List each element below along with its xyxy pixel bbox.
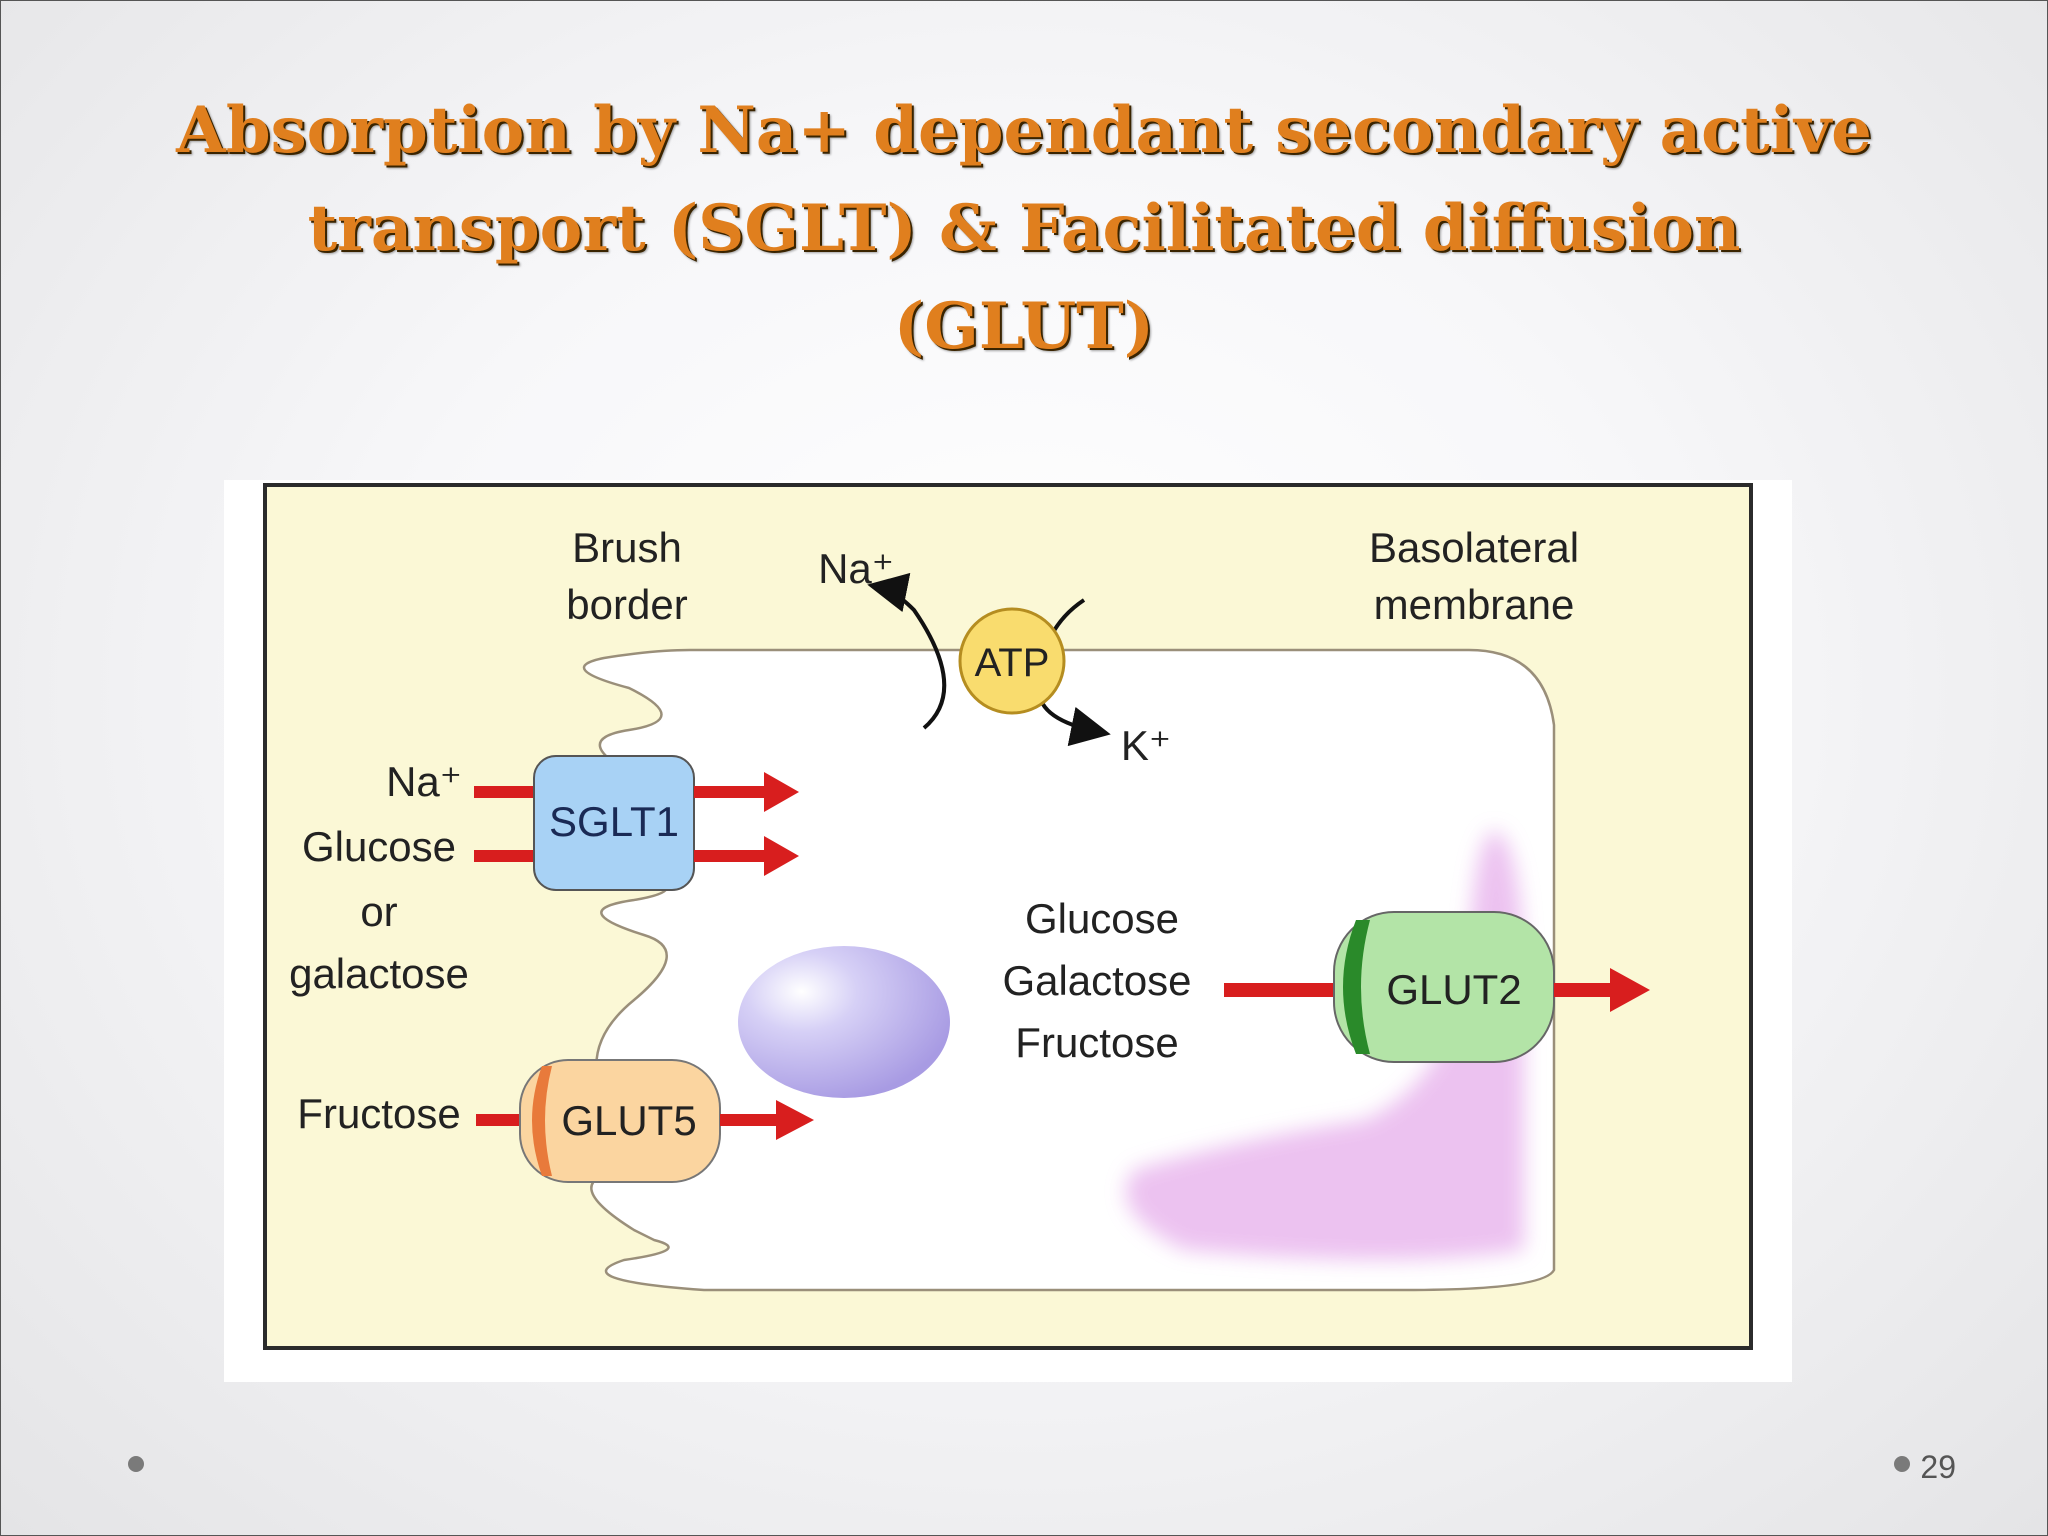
glut5-in-line bbox=[476, 1114, 526, 1126]
sglt-out-arrow-1 bbox=[694, 772, 799, 812]
glut2-in-line bbox=[1224, 983, 1338, 997]
sglt1-label: SGLT1 bbox=[549, 798, 679, 845]
pump-na-arrow bbox=[867, 572, 947, 730]
nucleus bbox=[738, 946, 950, 1098]
slide-title: Absorption by Na+ dependant secondary ac… bbox=[100, 82, 1948, 376]
label-border: border bbox=[566, 581, 687, 628]
page-number: 29 bbox=[1920, 1449, 1956, 1485]
glut5-fructose-label: Fructose bbox=[297, 1090, 460, 1137]
sglt-na-label: Na⁺ bbox=[386, 758, 462, 805]
title-line-2: transport (SGLT) & Facilitated diffusion bbox=[307, 191, 1741, 266]
glut2-cap bbox=[1343, 920, 1370, 1054]
organelle-shape bbox=[1125, 830, 1524, 1260]
sglt-or-label: or bbox=[360, 888, 397, 935]
atp-label: ATP bbox=[975, 641, 1050, 685]
pump-k-label: K⁺ bbox=[1121, 722, 1171, 769]
bullet-right-dot bbox=[1894, 1456, 1910, 1472]
bullet-left-dot bbox=[128, 1456, 144, 1472]
sglt-galactose-label: galactose bbox=[289, 950, 469, 997]
glut5-cap bbox=[532, 1066, 552, 1176]
label-membrane: membrane bbox=[1374, 581, 1575, 628]
sglt1-transporter bbox=[533, 755, 695, 891]
label-brush: Brush bbox=[572, 524, 682, 571]
sglt-na-in-line bbox=[474, 786, 534, 798]
title-line-1: Absorption by Na+ dependant secondary ac… bbox=[176, 93, 1872, 168]
glut2-label: GLUT2 bbox=[1386, 966, 1521, 1013]
title-line-3: (GLUT) bbox=[893, 289, 1155, 364]
sglt-glucose-in-line bbox=[474, 850, 534, 862]
glut5-label: GLUT5 bbox=[561, 1097, 696, 1144]
label-basolateral: Basolateral bbox=[1369, 524, 1579, 571]
glut2-fructose-label: Fructose bbox=[1015, 1019, 1178, 1066]
atp-pump bbox=[958, 607, 1066, 715]
glut2-glucose-label: Glucose bbox=[1025, 895, 1179, 942]
glucose-absorption-diagram: Brush border Basolateral membrane ATP Na… bbox=[224, 480, 1792, 1382]
glut2-galactose-label: Galactose bbox=[1002, 957, 1191, 1004]
pump-na-label: Na⁺ bbox=[818, 545, 894, 592]
sglt-out-arrow-2 bbox=[694, 836, 799, 876]
glut2-out-arrow bbox=[1554, 968, 1650, 1012]
sglt-glucose-label: Glucose bbox=[302, 823, 456, 870]
glut5-out-arrow bbox=[720, 1100, 814, 1140]
